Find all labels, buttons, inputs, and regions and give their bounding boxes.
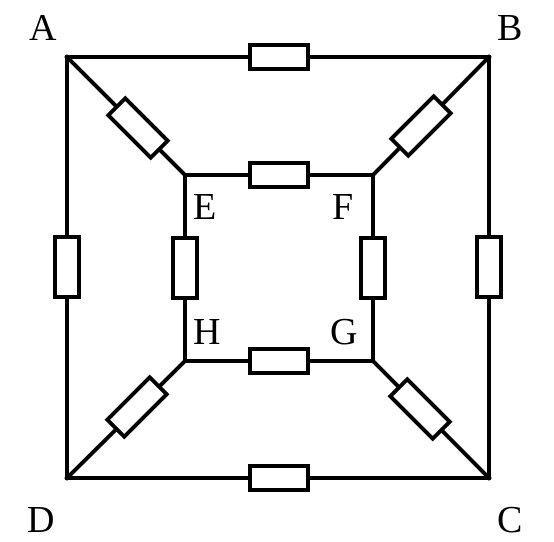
node-label-c: C [497,499,522,541]
resistor-d-h [104,374,170,440]
node-label-e: E [193,186,216,228]
resistor-e-f [248,161,310,189]
node-label-g: G [330,311,357,353]
node-label-h: H [193,311,220,353]
resistor-d-a [53,235,81,299]
resistor-a-e [105,95,171,161]
resistors [53,43,503,492]
resistor-c-d [248,464,310,492]
resistor-f-g [359,236,387,300]
node-labels: A B C D E F G H [27,7,522,541]
resistor-h-e [171,236,199,300]
resistor-c-g [387,376,453,442]
resistor-a-b [248,43,310,71]
resistor-g-h [248,347,310,375]
node-label-a: A [29,7,57,49]
resistor-b-f [388,93,454,159]
node-label-f: F [332,186,353,228]
node-label-d: D [27,499,54,541]
resistor-b-c [475,235,503,299]
node-label-b: B [497,7,522,49]
